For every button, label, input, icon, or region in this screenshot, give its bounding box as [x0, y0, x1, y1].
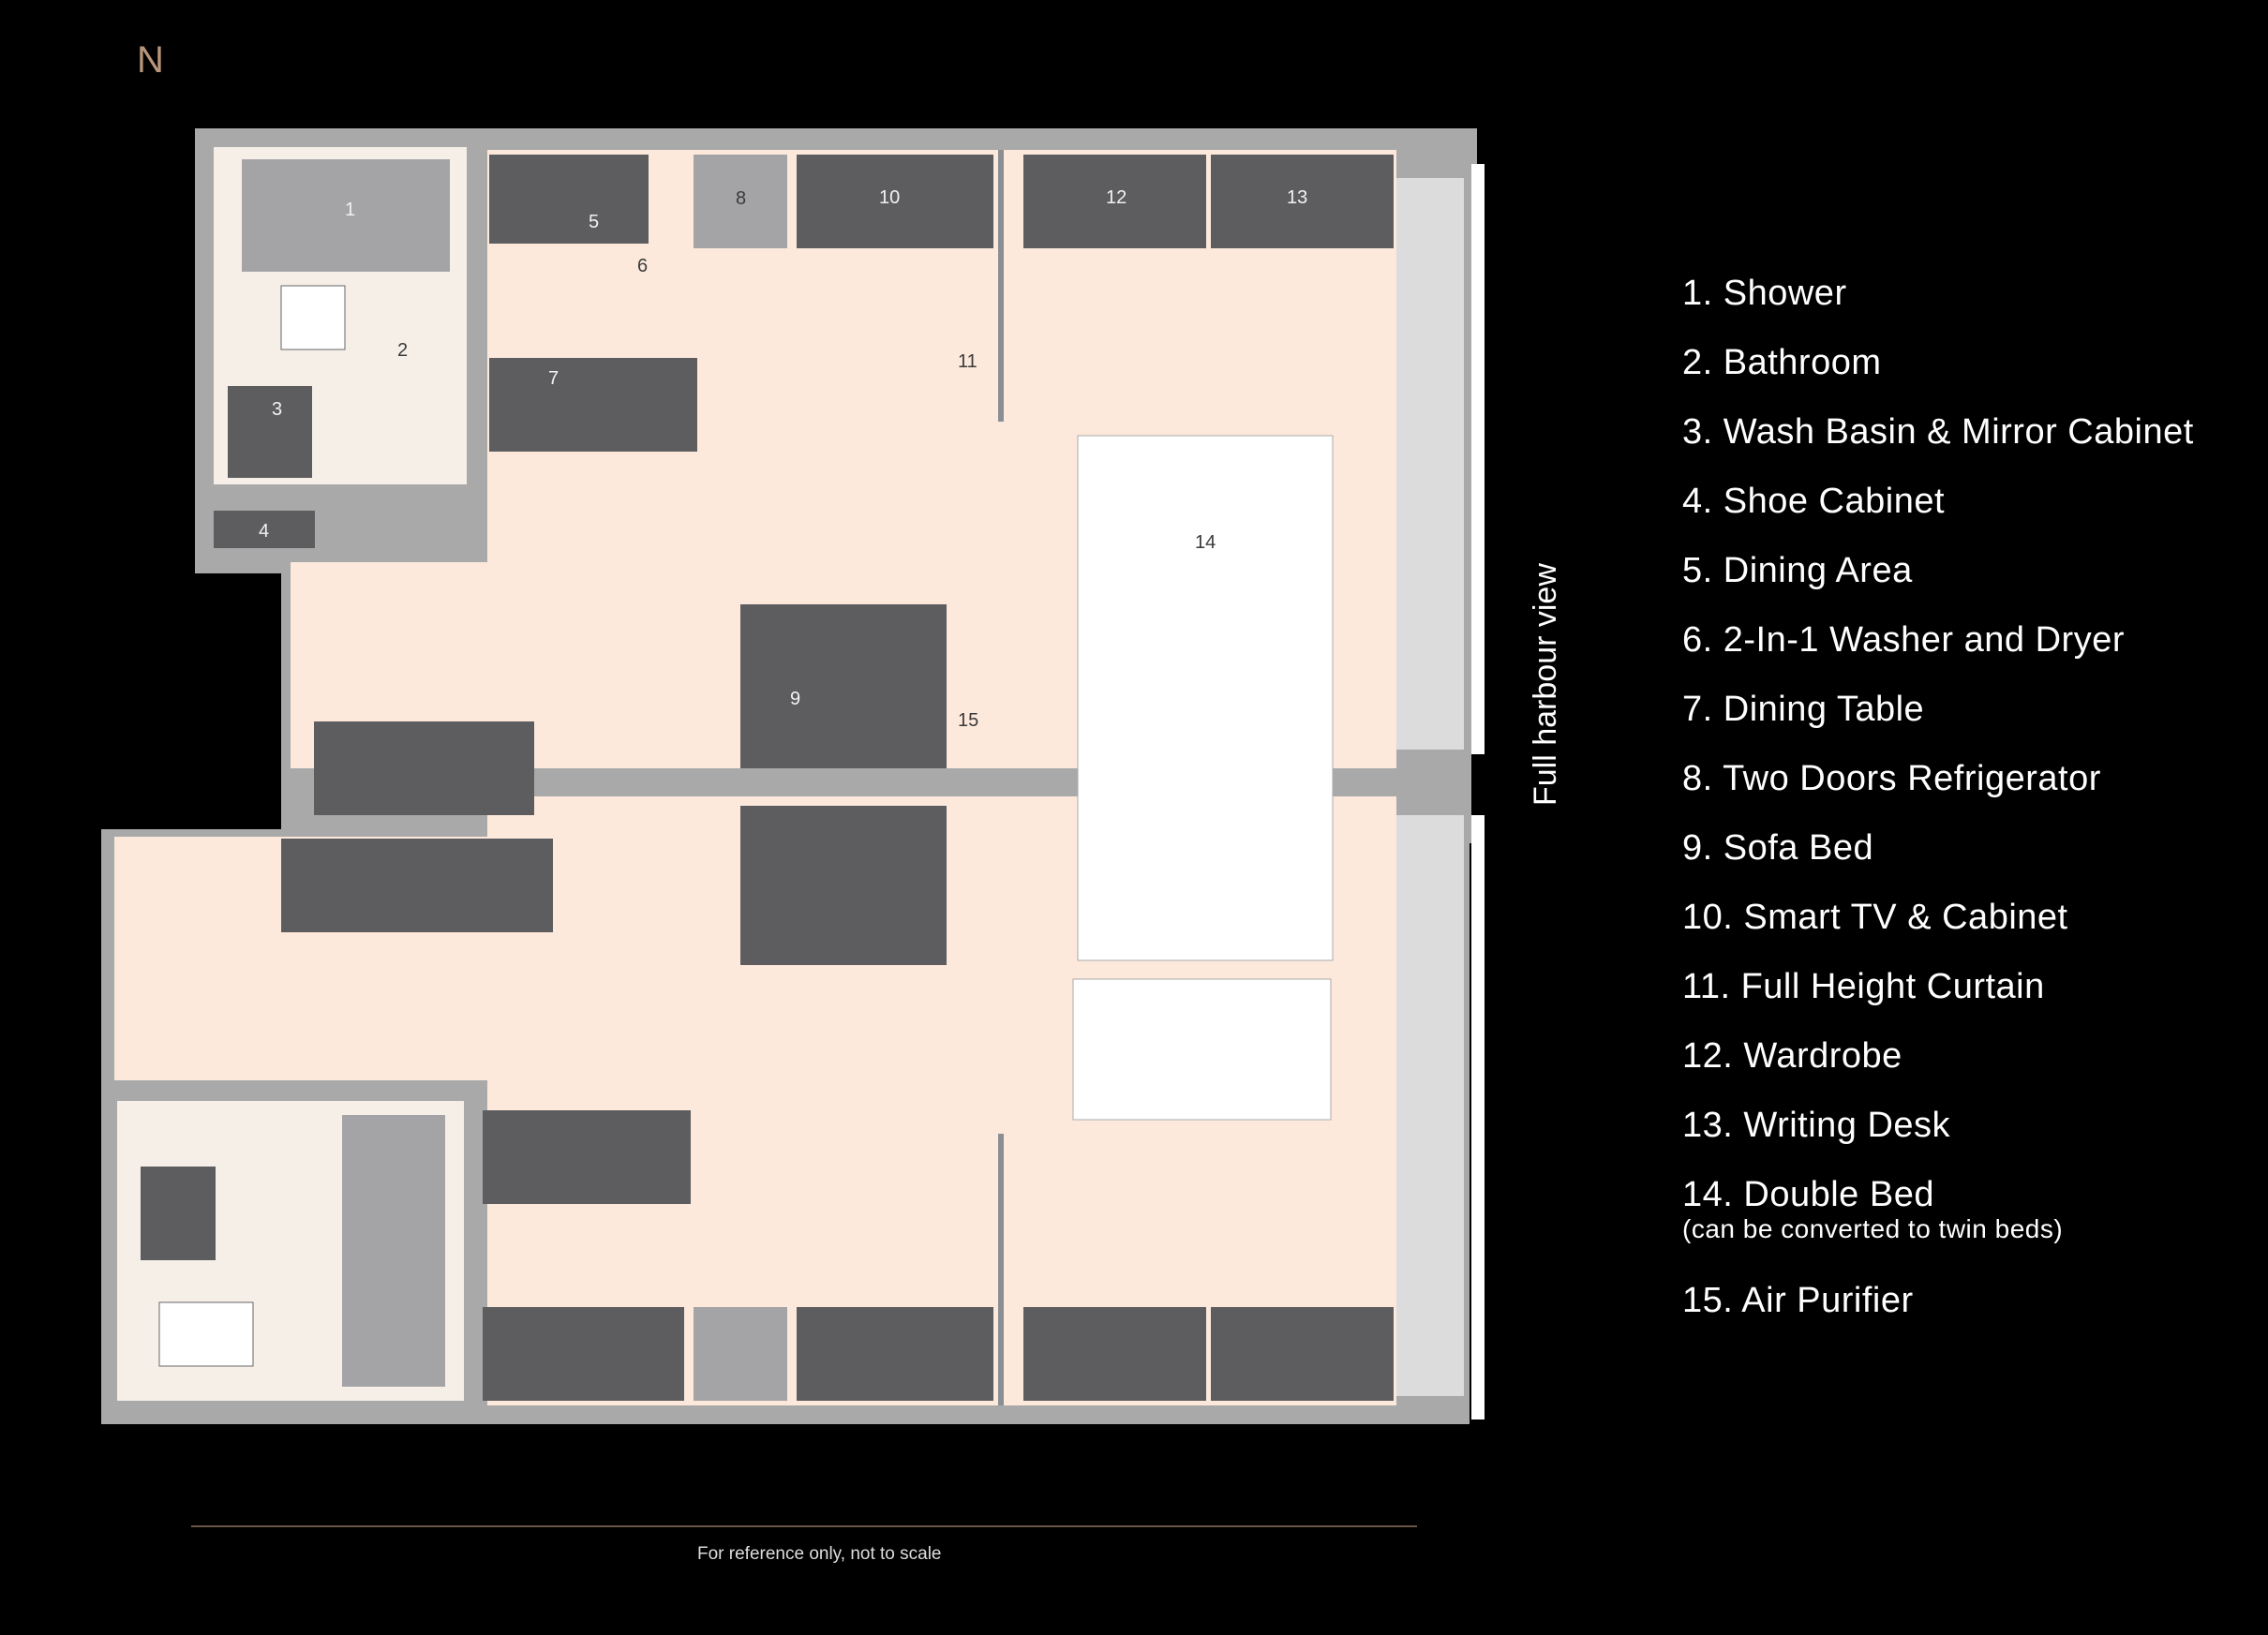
- harbour-view-label: Full harbour view: [1528, 563, 1563, 806]
- legend-item-11: 11. Full Height Curtain: [1682, 967, 2045, 1006]
- legend-item-5: 5. Dining Area: [1682, 551, 1913, 590]
- upper-bathroom: [214, 147, 467, 548]
- wardrobe-label: 12: [1106, 187, 1127, 208]
- refrigerator-label: 8: [736, 188, 746, 209]
- window-glazing: [1396, 164, 1485, 1419]
- legend-list: 1. Shower 2. Bathroom 3. Wash Basin & Mi…: [1682, 274, 2194, 1350]
- curtain-label: 11: [958, 351, 977, 372]
- double-bed-label: 14: [1195, 532, 1216, 553]
- floor-plan: 1 2 3 4 5 6 7 8 9 10 11 12 13 14 15: [101, 128, 1485, 1424]
- lower-furniture: [281, 806, 1394, 1401]
- shower-label: 1: [345, 200, 355, 220]
- north-indicator: N: [137, 39, 164, 81]
- smart-tv-label: 10: [879, 187, 900, 208]
- shoe-cabinet-label: 4: [259, 521, 269, 542]
- legend-item-12: 12. Wardrobe: [1682, 1036, 1902, 1076]
- sofa-bed-label: 9: [790, 689, 800, 709]
- legend-item-3: 3. Wash Basin & Mirror Cabinet: [1682, 412, 2194, 452]
- legend-item-14: 14. Double Bed (can be converted to twin…: [1682, 1175, 2194, 1281]
- dining-table-label: 7: [548, 368, 559, 389]
- footer-note: For reference only, not to scale: [697, 1544, 942, 1564]
- legend-item-6: 6. 2-In-1 Washer and Dryer: [1682, 620, 2125, 660]
- legend-item-2: 2. Bathroom: [1682, 343, 1882, 382]
- legend-item-4: 4. Shoe Cabinet: [1682, 482, 1946, 521]
- legend-item-14-text: 14. Double Bed: [1682, 1175, 1934, 1214]
- wash-basin-label: 3: [272, 399, 282, 420]
- legend-item-14-note: (can be converted to twin beds): [1682, 1214, 2064, 1243]
- legend-item-13: 13. Writing Desk: [1682, 1106, 1951, 1145]
- legend-item-1: 1. Shower: [1682, 274, 1847, 313]
- footer-divider: [191, 1525, 1417, 1527]
- bathroom-label: 2: [397, 340, 408, 361]
- air-purifier-label: 15: [958, 710, 978, 731]
- lower-bathroom: [117, 1101, 464, 1401]
- legend-item-7: 7. Dining Table: [1682, 690, 1925, 729]
- upper-furniture: [314, 155, 1394, 961]
- washer-dryer-label: 6: [637, 256, 648, 276]
- legend-item-15: 15. Air Purifier: [1682, 1281, 1914, 1320]
- legend-item-10: 10. Smart TV & Cabinet: [1682, 898, 2068, 937]
- legend-item-8: 8. Two Doors Refrigerator: [1682, 759, 2101, 798]
- writing-desk-label: 13: [1287, 187, 1307, 208]
- legend-item-9: 9. Sofa Bed: [1682, 828, 1874, 868]
- plan-numbers: 1 2 3 4 5 6 7 8 9 10 11 12 13 14 15: [259, 187, 1307, 731]
- dining-area-label: 5: [589, 212, 599, 232]
